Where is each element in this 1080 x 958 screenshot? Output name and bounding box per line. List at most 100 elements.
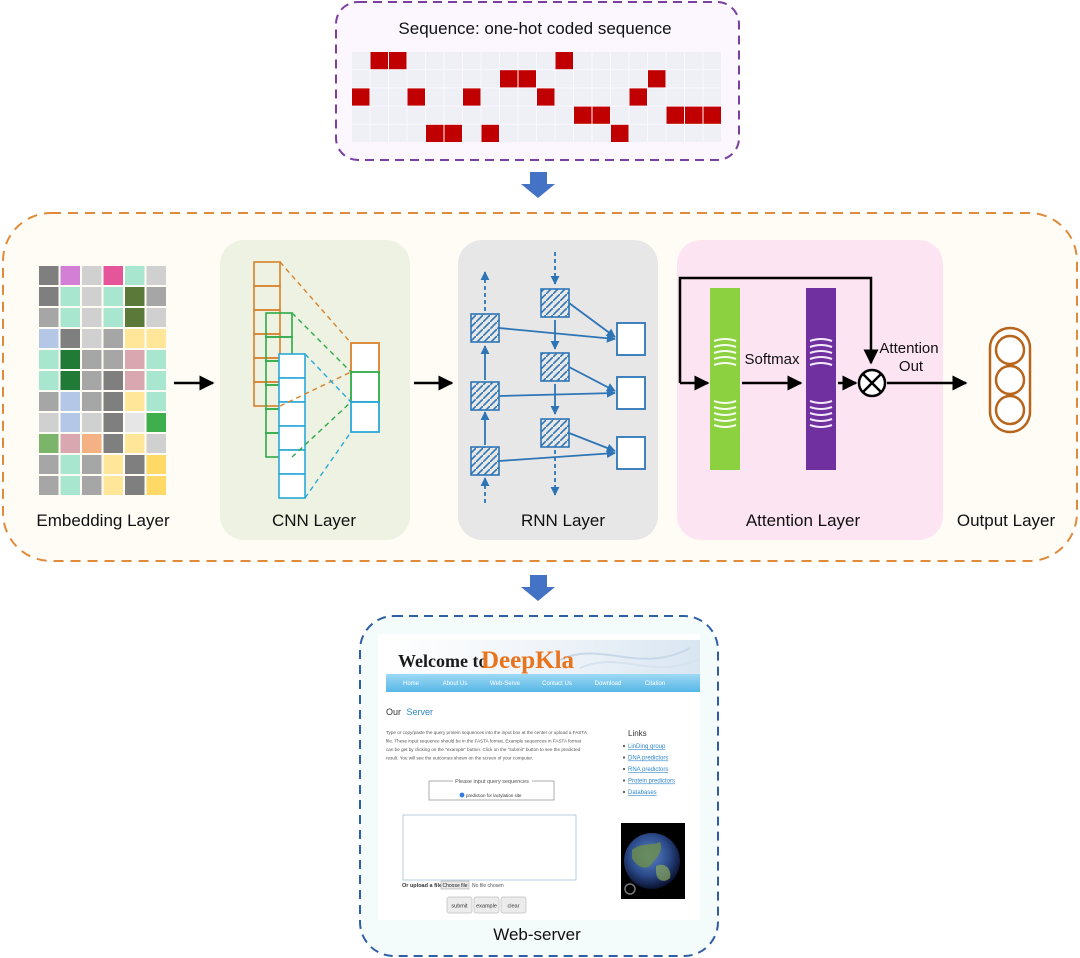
prediction-radio[interactable] — [459, 792, 465, 798]
attention-weight-mark — [809, 338, 833, 342]
attention-weight-mark — [809, 344, 833, 348]
clear-button[interactable] — [500, 896, 527, 914]
link-item[interactable]: Protein predictors — [628, 779, 675, 785]
embedding-cell — [82, 434, 102, 453]
choose-file-button[interactable] — [440, 880, 470, 890]
embedding-cell — [60, 413, 80, 432]
nav-link[interactable]: Web-Serve — [490, 681, 521, 687]
onehot-cell-active — [555, 52, 573, 70]
onehot-cell — [666, 70, 684, 88]
nav-link[interactable]: Citation — [645, 681, 665, 687]
onehot-cell — [352, 106, 370, 124]
embedding-cell — [146, 287, 166, 306]
onehot-cell — [611, 70, 629, 88]
embedding-cell — [39, 266, 59, 285]
cnn-projection-line — [279, 371, 352, 407]
nav-link[interactable]: Download — [595, 681, 622, 687]
embedding-cell — [103, 476, 123, 495]
onehot-cell-active — [389, 52, 407, 70]
nav-link[interactable]: Home — [403, 681, 420, 687]
onehot-cell — [463, 52, 481, 70]
embedding-cell — [60, 350, 80, 369]
onehot-cell — [481, 70, 499, 88]
nav-link[interactable]: Contact Us — [542, 681, 572, 687]
svg-text:Choose file: Choose file — [442, 883, 467, 889]
onehot-cell-active — [463, 88, 481, 106]
down-arrow-1 — [521, 172, 555, 198]
link-item[interactable]: RNA predictors — [628, 767, 668, 773]
sequence-textarea[interactable] — [402, 814, 577, 881]
intro-line: can be get by clicking on the "example" … — [386, 747, 581, 752]
output-layer: Output Layer — [957, 326, 1055, 530]
onehot-cell — [537, 70, 555, 88]
embedding-cell — [60, 329, 80, 348]
nav-link[interactable]: About Us — [443, 681, 468, 687]
rnn-layer: RNN Layer — [458, 240, 658, 540]
onehot-cell — [500, 52, 518, 70]
attention-weight-mark — [713, 344, 737, 348]
links-title: Links — [628, 729, 647, 738]
link-item[interactable]: LinDing group — [628, 744, 666, 750]
embedding-cell — [39, 392, 59, 411]
cnn-kernel-cell — [278, 473, 306, 499]
onehot-cell — [426, 88, 444, 106]
attention-weight-mark — [809, 424, 833, 428]
onehot-cell-active — [611, 124, 629, 142]
onehot-cell — [574, 52, 592, 70]
embedding-cell — [60, 371, 80, 390]
onehot-cell — [574, 88, 592, 106]
embedding-cell — [82, 287, 102, 306]
onehot-cell-active — [518, 70, 536, 88]
webserver-heading-our: Our — [386, 707, 401, 717]
onehot-cell-active — [574, 106, 592, 124]
softmax-label: Softmax — [744, 351, 800, 368]
embedding-cell — [60, 455, 80, 474]
onehot-cell — [426, 106, 444, 124]
embedding-cell — [82, 266, 102, 285]
onehot-cell — [611, 52, 629, 70]
example-button[interactable] — [473, 896, 500, 914]
embedding-cell — [146, 329, 166, 348]
onehot-cell — [426, 70, 444, 88]
onehot-cell — [389, 106, 407, 124]
onehot-cell — [555, 88, 573, 106]
attention-weight-mark — [713, 350, 737, 354]
link-item[interactable]: DNA predictors — [628, 756, 668, 762]
embedding-cell — [103, 392, 123, 411]
onehot-cell — [537, 106, 555, 124]
onehot-cell — [611, 106, 629, 124]
radio-label: prediction for lactylation site — [466, 793, 522, 798]
webserver-brand: DeepKla — [481, 647, 575, 674]
clear-button-label: clear — [508, 904, 520, 910]
onehot-cell — [463, 70, 481, 88]
upload-label: Or upload a file: — [402, 883, 444, 889]
onehot-cell — [352, 70, 370, 88]
submit-button[interactable] — [446, 896, 473, 914]
cnn-projection-line — [291, 401, 352, 458]
onehot-cell — [444, 70, 462, 88]
onehot-cell-active — [629, 88, 647, 106]
one-hot-grid — [352, 52, 721, 142]
onehot-cell — [703, 52, 721, 70]
rnn-hidden-cell — [540, 288, 570, 318]
onehot-cell-active — [444, 124, 462, 142]
embedding-cell — [146, 476, 166, 495]
onehot-cell — [703, 70, 721, 88]
embedding-matrix — [39, 266, 166, 495]
embedding-cell — [146, 350, 166, 369]
embedding-cell — [82, 308, 102, 327]
attention-out-label-line1: Attention — [879, 340, 938, 357]
cnn-projection-line — [304, 431, 352, 499]
attention-weight-mark — [713, 400, 737, 404]
link-item[interactable]: Databases — [628, 790, 657, 796]
embedding-cell — [146, 308, 166, 327]
embedding-cell — [125, 329, 145, 348]
embedding-cell — [103, 287, 123, 306]
onehot-cell-active — [592, 106, 610, 124]
embedding-cell — [125, 392, 145, 411]
onehot-cell — [648, 106, 666, 124]
onehot-cell-active — [666, 106, 684, 124]
attention-weight-mark — [809, 406, 833, 410]
sequence-title: Sequence: one-hot coded sequence — [398, 19, 671, 38]
embedding-cell — [146, 266, 166, 285]
